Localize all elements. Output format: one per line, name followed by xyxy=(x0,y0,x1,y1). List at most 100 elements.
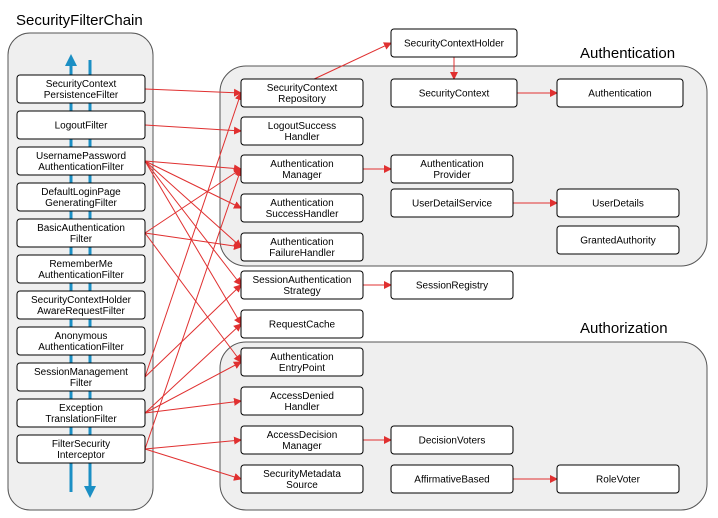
component-label-line: SuccessHandler xyxy=(266,209,339,220)
edge-f5-to-afh xyxy=(144,232,242,250)
component-box xyxy=(240,347,364,377)
component-rv: RoleVoter xyxy=(556,464,680,494)
filter-box xyxy=(16,254,146,284)
edge-f9-to-sas xyxy=(144,284,242,378)
filter-label-line: RememberMe xyxy=(49,259,113,270)
component-box xyxy=(390,464,514,494)
edge-f9-to-scr xyxy=(144,92,243,378)
component-label-line: FailureHandler xyxy=(269,248,335,259)
component-sch: SecurityContextHolder xyxy=(390,28,518,58)
component-sc: SecurityContext xyxy=(390,78,518,108)
component-label-line: Strategy xyxy=(283,286,320,297)
component-label-line: Authentication xyxy=(270,237,333,248)
edge-f5-to-aep xyxy=(144,232,242,363)
component-box xyxy=(240,193,364,223)
filter-label-line: FilterSecurity xyxy=(52,439,110,450)
component-label-line: Source xyxy=(286,480,318,491)
component-label-line: SecurityContext xyxy=(419,89,490,100)
edge-f11-to-am xyxy=(144,168,243,450)
component-label-line: Authentication xyxy=(420,159,483,170)
component-label-line: AccessDenied xyxy=(270,391,334,402)
component-label-line: DecisionVoters xyxy=(419,436,486,447)
filter-label-line: SessionManagement xyxy=(34,367,128,378)
component-label-line: RoleVoter xyxy=(596,475,641,486)
filter-label-line: TranslationFilter xyxy=(45,414,117,425)
component-box xyxy=(390,425,514,455)
component-ud: UserDetails xyxy=(556,188,680,218)
filter-label-line: Filter xyxy=(70,234,93,245)
component-box xyxy=(240,116,364,146)
component-label-line: SecurityMetadata xyxy=(263,469,341,480)
component-label-line: Handler xyxy=(284,402,320,413)
component-box xyxy=(240,386,364,416)
edge-f2-to-lsh xyxy=(144,124,242,135)
edge-f3-to-afh xyxy=(144,160,242,248)
edge-scr-to-sch xyxy=(313,42,392,80)
component-label-line: AccessDecision xyxy=(267,430,338,441)
filter-label-line: AuthenticationFilter xyxy=(38,342,124,353)
edge-f10-to-aep xyxy=(144,361,242,414)
filter-box xyxy=(16,182,146,212)
component-box xyxy=(240,270,364,300)
component-label-line: Repository xyxy=(278,94,326,105)
component-uds: UserDetailService xyxy=(390,188,514,218)
filter-label-line: Filter xyxy=(70,378,93,389)
component-rc: RequestCache xyxy=(240,309,364,339)
component-label-line: AffirmativeBased xyxy=(414,475,489,486)
edge-f3-to-ash xyxy=(144,160,242,209)
component-box xyxy=(390,78,518,108)
filter-label-line: AwareRequestFilter xyxy=(37,306,125,317)
component-dv: DecisionVoters xyxy=(390,425,514,455)
filter-label-line: Interceptor xyxy=(57,450,105,461)
filter-box xyxy=(16,74,146,104)
nodes-layer: SecurityContextPersistenceFilterLogoutFi… xyxy=(16,28,684,494)
component-box xyxy=(240,464,364,494)
edge-f5-to-am xyxy=(144,168,242,234)
filter-box xyxy=(16,362,146,392)
filter-label-line: SecurityContext xyxy=(46,79,117,90)
filter-label-line: DefaultLoginPage xyxy=(41,187,121,198)
chain-title: SecurityFilterChain xyxy=(16,12,143,29)
component-label-line: Manager xyxy=(282,441,322,452)
edge-f10-to-rc xyxy=(144,323,242,414)
component-label-line: Handler xyxy=(284,132,320,143)
edge-f11-to-sms xyxy=(144,448,242,481)
component-label-line: SessionAuthentication xyxy=(253,275,352,286)
component-label-line: Provider xyxy=(433,170,471,181)
edge-f1-to-scr xyxy=(144,88,242,97)
component-label-line: EntryPoint xyxy=(279,363,325,374)
component-label-line: Authentication xyxy=(588,89,651,100)
component-label-line: UserDetails xyxy=(592,199,644,210)
component-box xyxy=(556,188,680,218)
component-label-line: Authentication xyxy=(270,198,333,209)
component-box xyxy=(556,464,680,494)
component-box xyxy=(390,154,514,184)
edges-layer xyxy=(144,42,558,483)
filter-label-line: LogoutFilter xyxy=(55,121,108,132)
component-box xyxy=(240,425,364,455)
component-box xyxy=(240,78,364,108)
component-ab: AffirmativeBased xyxy=(390,464,514,494)
edge-f10-to-adh xyxy=(144,397,242,414)
component-box xyxy=(556,78,684,108)
edge-f11-to-adm xyxy=(144,436,242,450)
component-sr: SessionRegistry xyxy=(390,270,514,300)
component-box xyxy=(240,154,364,184)
authorization-title: Authorization xyxy=(580,320,668,337)
component-label-line: SecurityContextHolder xyxy=(404,39,505,50)
edge-f3-to-sas xyxy=(144,160,242,286)
filter-label-line: AuthenticationFilter xyxy=(38,162,124,173)
